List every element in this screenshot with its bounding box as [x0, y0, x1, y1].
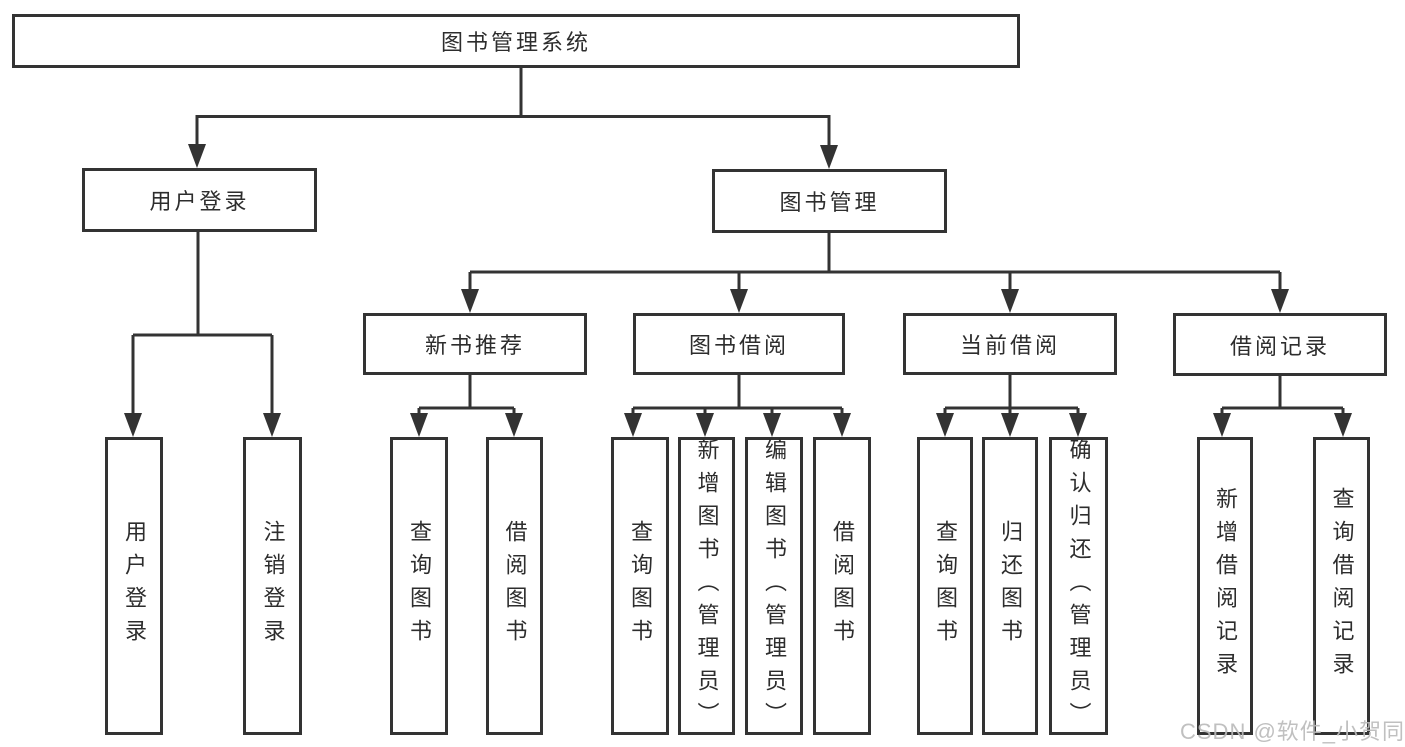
arrow-down-icon: [410, 413, 428, 437]
leaf-cb-return-books: 归还图书: [982, 437, 1038, 735]
arrow-down-icon: [188, 144, 206, 168]
node-book-borrow-label: 图书借阅: [688, 333, 789, 358]
leaf-user-login-label: 用户登录: [122, 520, 147, 652]
leaf-nbr-borrow-books: 借阅图书: [486, 437, 543, 735]
node-new-book-rec-label: 新书推荐: [424, 333, 525, 358]
arrow-down-icon: [820, 145, 838, 169]
arrowheads: [124, 144, 1352, 437]
node-current-borrow-label: 当前借阅: [959, 333, 1060, 358]
leaf-bb-borrow-books-label: 借阅图书: [830, 520, 855, 652]
arrow-down-icon: [1001, 413, 1019, 437]
arrow-down-icon: [936, 413, 954, 437]
node-new-book-rec: 新书推荐: [363, 313, 587, 375]
leaf-br-query-record-label: 查询借阅记录: [1329, 487, 1355, 685]
leaf-nbr-borrow-books-label: 借阅图书: [502, 520, 528, 652]
arrow-down-icon: [124, 413, 142, 437]
leaf-cb-query-books-label: 查询图书: [933, 520, 958, 652]
arrow-down-icon: [1001, 289, 1019, 313]
leaf-bb-borrow-books: 借阅图书: [813, 437, 871, 735]
node-book-mgmt: 图书管理: [712, 169, 947, 233]
leaf-br-add-record-label: 新增借阅记录: [1213, 487, 1238, 685]
arrow-down-icon: [833, 413, 851, 437]
leaf-bb-add-books-admin-label: 新增图书（管理员）: [694, 437, 720, 735]
node-book-mgmt-label: 图书管理: [779, 190, 880, 215]
node-book-borrow: 图书借阅: [633, 313, 845, 375]
arrow-down-icon: [1271, 289, 1289, 313]
arrow-down-icon: [624, 413, 642, 437]
leaf-nbr-query-books-label: 查询图书: [407, 520, 432, 652]
arrow-down-icon: [461, 289, 479, 313]
arrow-down-icon: [696, 413, 714, 437]
arrow-down-icon: [1334, 413, 1352, 437]
node-user-login-label: 用户登录: [149, 189, 250, 214]
node-current-borrow: 当前借阅: [903, 313, 1117, 375]
node-root-label: 图书管理系统: [440, 30, 591, 55]
arrow-down-icon: [1213, 413, 1231, 437]
leaf-br-query-record: 查询借阅记录: [1313, 437, 1370, 735]
leaf-cb-confirm-return-admin: 确认归还（管理员）: [1049, 437, 1108, 735]
arrow-down-icon: [1069, 413, 1087, 437]
leaf-cb-confirm-return-admin-label: 确认归还（管理员）: [1066, 437, 1092, 735]
leaf-bb-edit-books-admin-label: 编辑图书（管理员）: [762, 437, 787, 735]
arrow-down-icon: [763, 413, 781, 437]
node-borrow-records: 借阅记录: [1173, 313, 1387, 376]
leaf-cb-return-books-label: 归还图书: [998, 520, 1023, 652]
leaf-logout: 注销登录: [243, 437, 302, 735]
leaf-logout-label: 注销登录: [260, 520, 286, 652]
leaf-bb-edit-books-admin: 编辑图书（管理员）: [745, 437, 803, 735]
csdn-watermark: CSDN @软件_小贺同学: [1180, 719, 1405, 744]
leaf-bb-add-books-admin: 新增图书（管理员）: [678, 437, 735, 735]
leaf-nbr-query-books: 查询图书: [390, 437, 448, 735]
arrow-down-icon: [263, 413, 281, 437]
node-user-login: 用户登录: [82, 168, 317, 232]
arrow-down-icon: [505, 413, 523, 437]
node-borrow-records-label: 借阅记录: [1229, 333, 1330, 359]
arrow-down-icon: [730, 289, 748, 313]
leaf-cb-query-books: 查询图书: [917, 437, 973, 735]
leaf-user-login: 用户登录: [105, 437, 163, 735]
leaf-bb-query-books: 查询图书: [611, 437, 669, 735]
leaf-br-add-record: 新增借阅记录: [1197, 437, 1253, 735]
leaf-bb-query-books-label: 查询图书: [628, 520, 653, 652]
node-root: 图书管理系统: [12, 14, 1020, 68]
